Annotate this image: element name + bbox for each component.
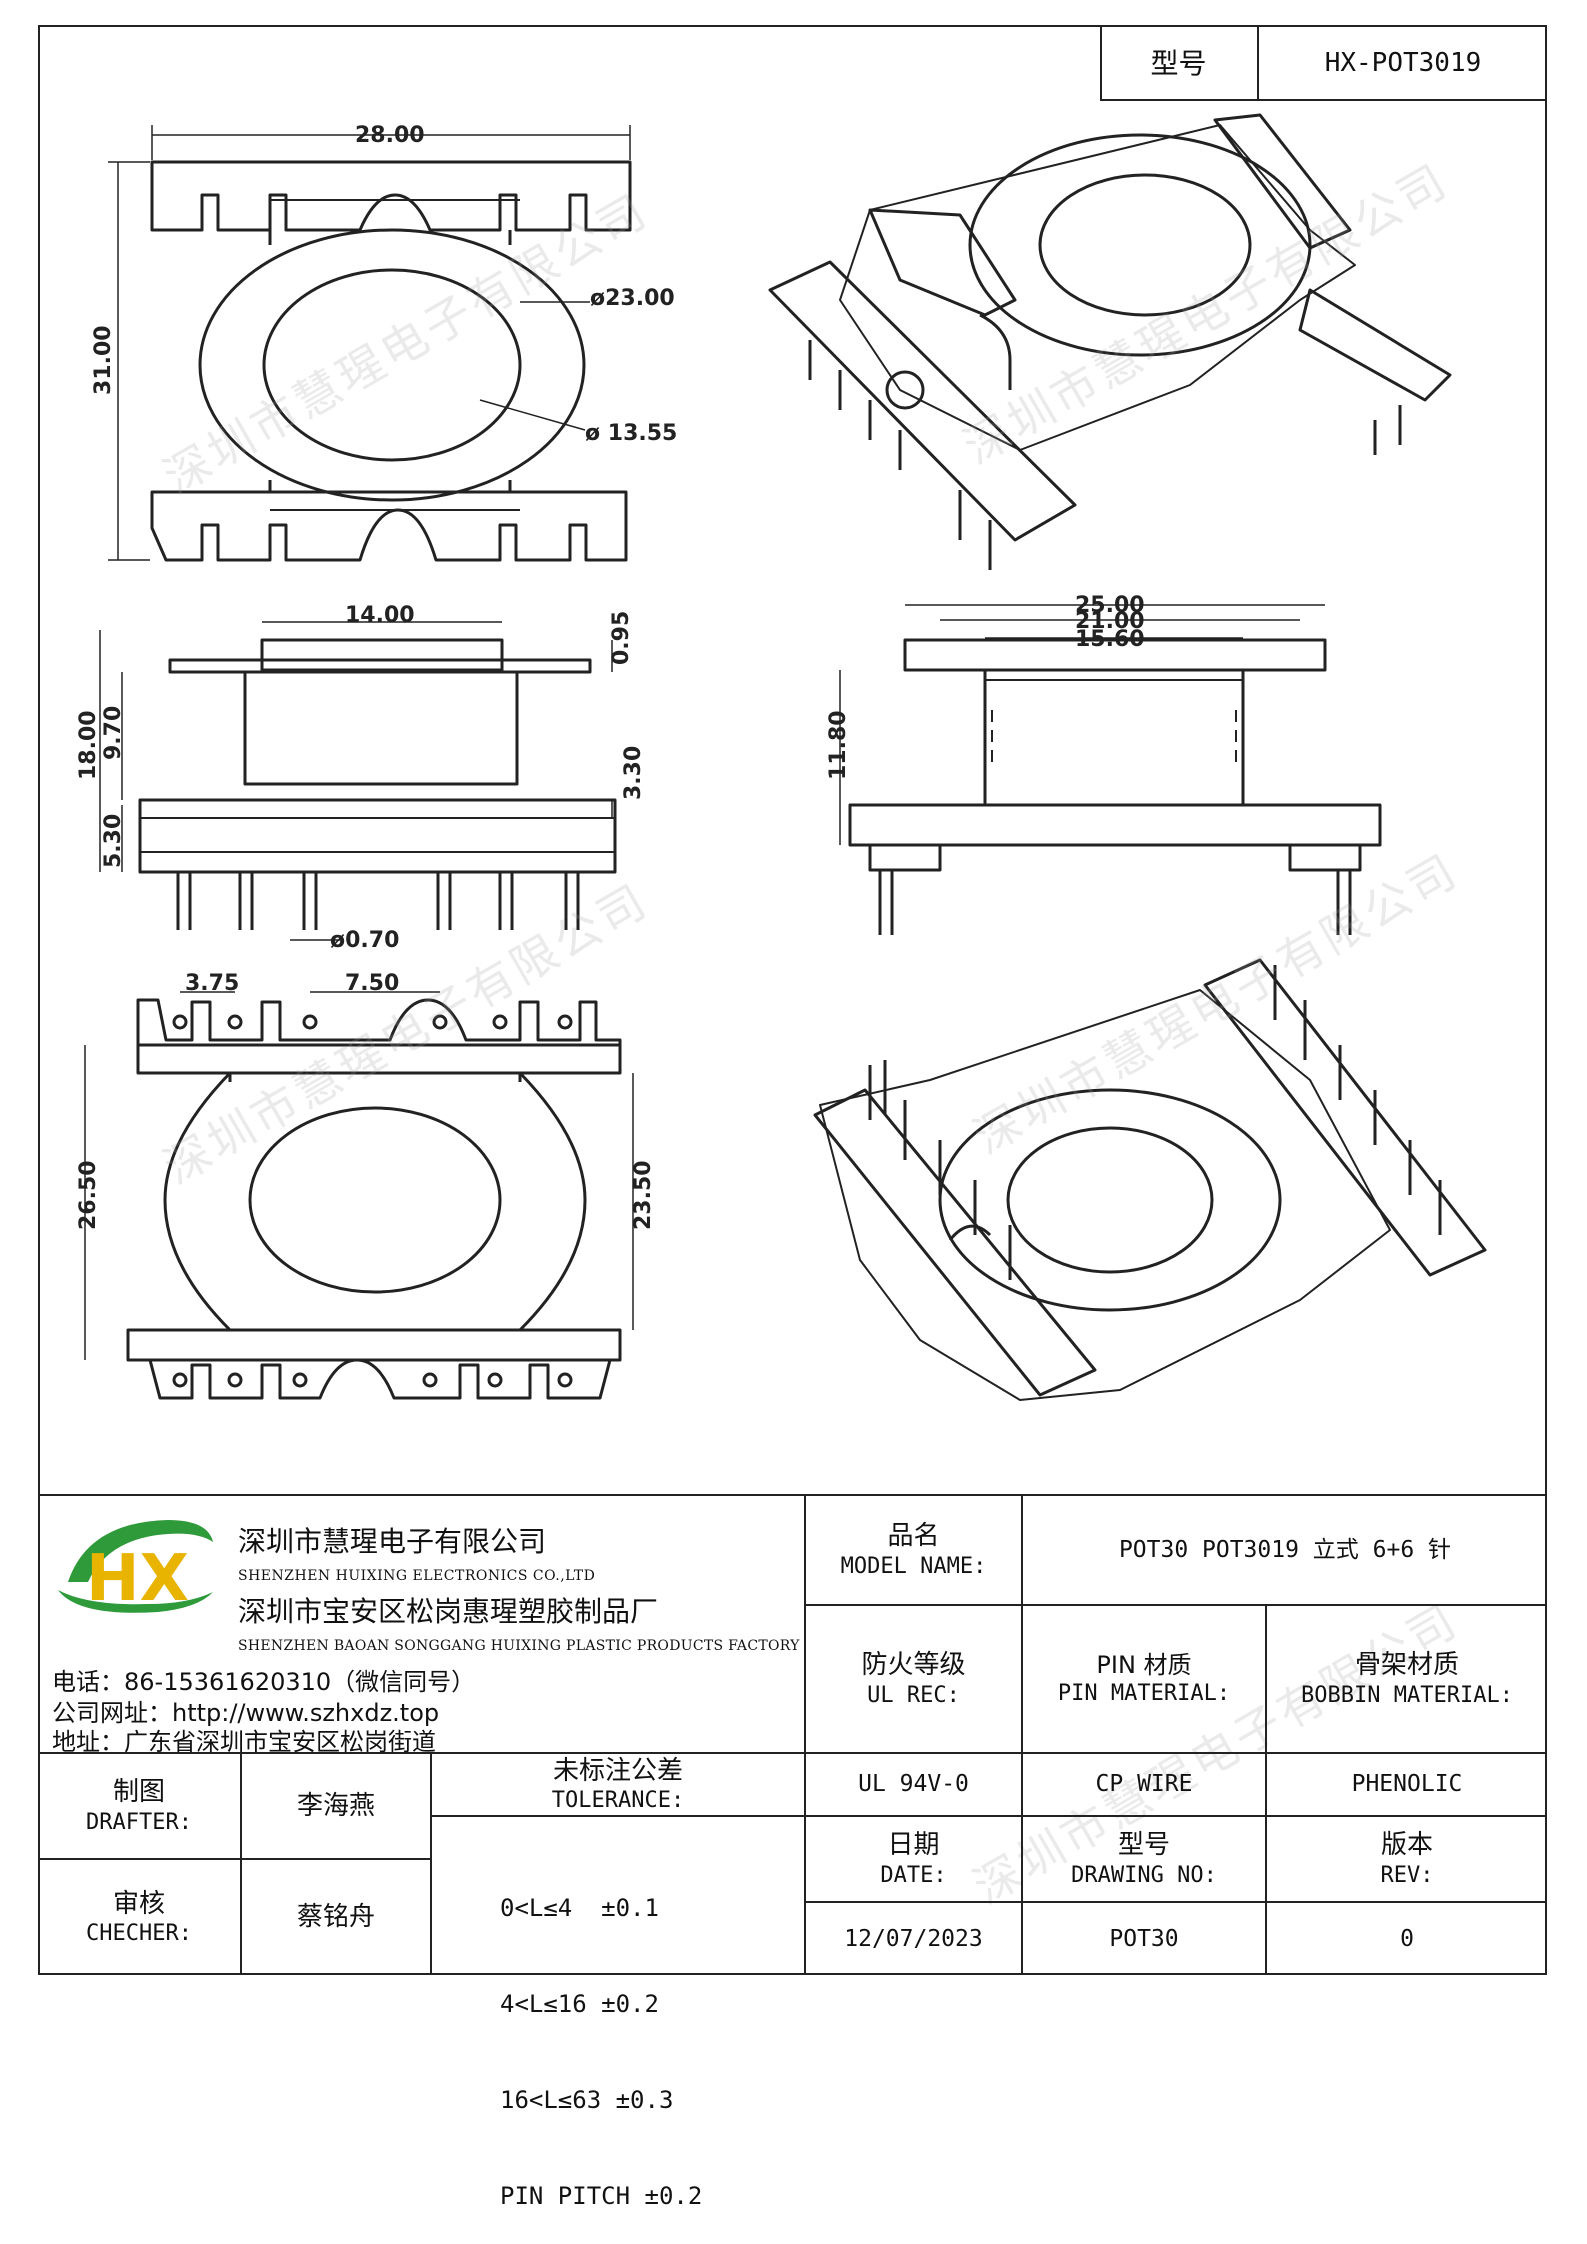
- top-view: [108, 125, 632, 562]
- pin-material-label: PIN 材质 PIN MATERIAL:: [1023, 1606, 1265, 1752]
- dim-top-height: 31.00: [91, 325, 116, 395]
- tolerance-label: 未标注公差 TOLERANCE:: [432, 1754, 804, 1815]
- checker-cn: 审核: [112, 1888, 165, 1919]
- dim-front-body: 9.70: [101, 706, 126, 760]
- page-frame: [38, 25, 1547, 1975]
- isometric-bottom: [813, 958, 1487, 1401]
- fire-rating-cn: 防火等级: [861, 1650, 966, 1680]
- header-model-box: [1100, 25, 1547, 101]
- company-logo: HX: [48, 1512, 218, 1622]
- drawing-no-en: DRAWING NO:: [1071, 1862, 1217, 1888]
- model-name-value: POT30 POT3019 立式 6+6 针: [1118, 1536, 1452, 1563]
- isometric-top: [768, 113, 1452, 570]
- dim-front-base-top: 3.30: [621, 746, 646, 800]
- tolerance-line: 16<L≤63 ±0.3: [500, 2086, 674, 2114]
- drawing-no-label: 型号 DRAWING NO:: [1023, 1817, 1265, 1901]
- drafter-value: 李海燕: [296, 1790, 375, 1821]
- revision-value: 0: [1400, 1925, 1414, 1952]
- dim-front-total: 18.00: [76, 710, 101, 780]
- dim-side-w2: 21.00: [1075, 609, 1145, 634]
- tolerance-line: 0<L≤4 ±0.1: [500, 1894, 659, 1922]
- pin-material-value: CP WIRE: [1095, 1771, 1193, 1798]
- company-phone: 电话：86-15361620310（微信同号）: [52, 1668, 476, 1696]
- bobbin-material-cn: 骨架材质: [1354, 1650, 1459, 1680]
- bobbin-material-value: PHENOLIC: [1351, 1771, 1463, 1798]
- bottom-view: [84, 991, 634, 1400]
- dim-side-w1: 25.00: [1075, 593, 1145, 618]
- model-name-en: MODEL NAME:: [840, 1553, 987, 1579]
- dim-side-w3: 15.60: [1075, 627, 1145, 652]
- dim-front-base: 5.30: [101, 814, 126, 868]
- revision-en: REV:: [1380, 1862, 1434, 1888]
- technical-drawing: 28.00 31.00 ø23.00 ø 13.55 14.00 0.95 18…: [76, 113, 1487, 1401]
- fire-rating-label: 防火等级 UL REC:: [806, 1606, 1021, 1752]
- pin-material-en: PIN MATERIAL:: [1057, 1681, 1231, 1707]
- dim-side-height: 11.80: [826, 710, 851, 780]
- drafter-en: DRAFTER:: [86, 1809, 192, 1835]
- date-label: 日期 DATE:: [806, 1817, 1021, 1901]
- tolerance-en: TOLERANCE:: [551, 1788, 685, 1813]
- dim-top-width: 28.00: [355, 123, 425, 148]
- dim-pin-dia: ø0.70: [330, 928, 399, 953]
- front-view: [99, 621, 617, 941]
- company-name-en: SHENZHEN HUIXING ELECTRONICS CO.,LTD: [238, 1568, 596, 1584]
- drafter-label: 制图 DRAFTER:: [38, 1754, 240, 1858]
- drawing-no-value: POT30: [1109, 1925, 1179, 1952]
- model-name-label: 品名 MODEL NAME:: [806, 1496, 1021, 1604]
- dim-outer-dia: ø23.00: [590, 286, 675, 311]
- company-address: 地址：广东省深圳市宝安区松岗街道: [52, 1728, 436, 1756]
- dim-front-flange: 0.95: [609, 611, 634, 665]
- revision-label: 版本 REV:: [1267, 1817, 1547, 1901]
- side-view: [839, 604, 1382, 935]
- checker-value: 蔡铭舟: [296, 1902, 375, 1933]
- tolerance-values: 0<L≤4 ±0.1 4<L≤16 ±0.2 16<L≤63 ±0.3 PIN …: [500, 1828, 702, 2244]
- date-en: DATE:: [880, 1862, 947, 1888]
- bobbin-material-label: 骨架材质 BOBBIN MATERIAL:: [1267, 1606, 1547, 1752]
- dim-front-top-width: 14.00: [345, 603, 415, 628]
- fire-rating-en: UL REC:: [867, 1682, 960, 1708]
- tolerance-line: 4<L≤16 ±0.2: [500, 1990, 659, 2018]
- dim-inner-dia: ø 13.55: [585, 421, 677, 446]
- drafter-cn: 制图: [112, 1777, 165, 1807]
- model-name-cn: 品名: [887, 1521, 940, 1551]
- date-cn: 日期: [887, 1830, 940, 1860]
- revision-cn: 版本: [1380, 1830, 1433, 1860]
- header-model-label: 型号: [1150, 46, 1207, 80]
- dim-bottom-outer: 26.50: [76, 1160, 101, 1230]
- dim-bottom-inner: 23.50: [631, 1160, 656, 1230]
- fire-rating-value: UL 94V-0: [858, 1771, 969, 1798]
- bobbin-material-en: BOBBIN MATERIAL:: [1301, 1682, 1513, 1708]
- checker-en: CHECHER:: [86, 1921, 192, 1946]
- date-value: 12/07/2023: [844, 1925, 983, 1952]
- dim-bottom-pitch2: 7.50: [345, 971, 399, 996]
- factory-name-en: SHENZHEN BAOAN SONGGANG HUIXING PLASTIC …: [238, 1638, 800, 1654]
- dim-bottom-pitch1: 3.75: [185, 971, 239, 996]
- checker-label: 审核 CHECHER:: [38, 1860, 240, 1975]
- drawing-no-cn: 型号: [1117, 1830, 1170, 1860]
- company-name-cn: 深圳市慧瑆电子有限公司: [238, 1525, 547, 1558]
- factory-name-cn: 深圳市宝安区松岗惠瑆塑胶制品厂: [238, 1595, 659, 1628]
- company-website[interactable]: 公司网址：http://www.szhxdz.top: [52, 1699, 440, 1727]
- tolerance-cn: 未标注公差: [552, 1755, 683, 1786]
- pin-material-cn: PIN 材质: [1096, 1651, 1192, 1680]
- tolerance-line: PIN PITCH ±0.2: [500, 2182, 703, 2210]
- logo-text: HX: [86, 1542, 189, 1616]
- header-model-value: HX-POT3019: [1324, 47, 1482, 78]
